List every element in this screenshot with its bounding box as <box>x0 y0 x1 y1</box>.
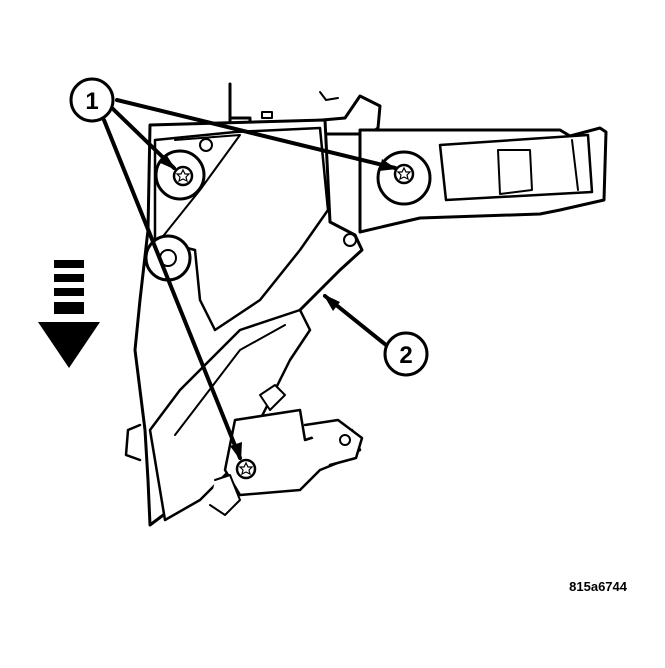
down-arrow-icon <box>38 260 100 368</box>
torx-screw-icon <box>393 163 415 185</box>
left-lower-tab <box>124 423 142 462</box>
tab-tick <box>319 91 339 101</box>
leader-line-1c <box>102 118 242 460</box>
leader-line-1b <box>115 98 397 170</box>
plate-fold <box>159 134 241 241</box>
leader-arrowhead <box>323 294 340 311</box>
lower-tab <box>303 418 364 467</box>
torx-screw-icon <box>172 165 194 187</box>
lever-edge <box>174 324 286 436</box>
callout-1: 1 <box>69 77 115 123</box>
leader-arrowhead <box>379 159 397 171</box>
callout-label: 1 <box>85 88 98 115</box>
leader-arrowhead <box>230 442 242 461</box>
rivet-right <box>343 233 357 247</box>
lower-tab-hole <box>339 434 351 446</box>
rivet-top <box>199 138 213 152</box>
wire-link <box>209 474 241 516</box>
callout-label: 2 <box>399 342 412 369</box>
actuator-lever <box>148 308 312 522</box>
callout-2: 2 <box>383 331 429 377</box>
figure-code: 815a6744 <box>569 579 627 594</box>
bracket-arm-slot <box>497 149 533 195</box>
leader-arrowhead <box>158 154 176 170</box>
tab-slot <box>261 111 273 119</box>
spring-clip <box>259 384 286 411</box>
torx-screw-icon <box>235 458 257 480</box>
bracket-arm-rib <box>571 139 579 191</box>
